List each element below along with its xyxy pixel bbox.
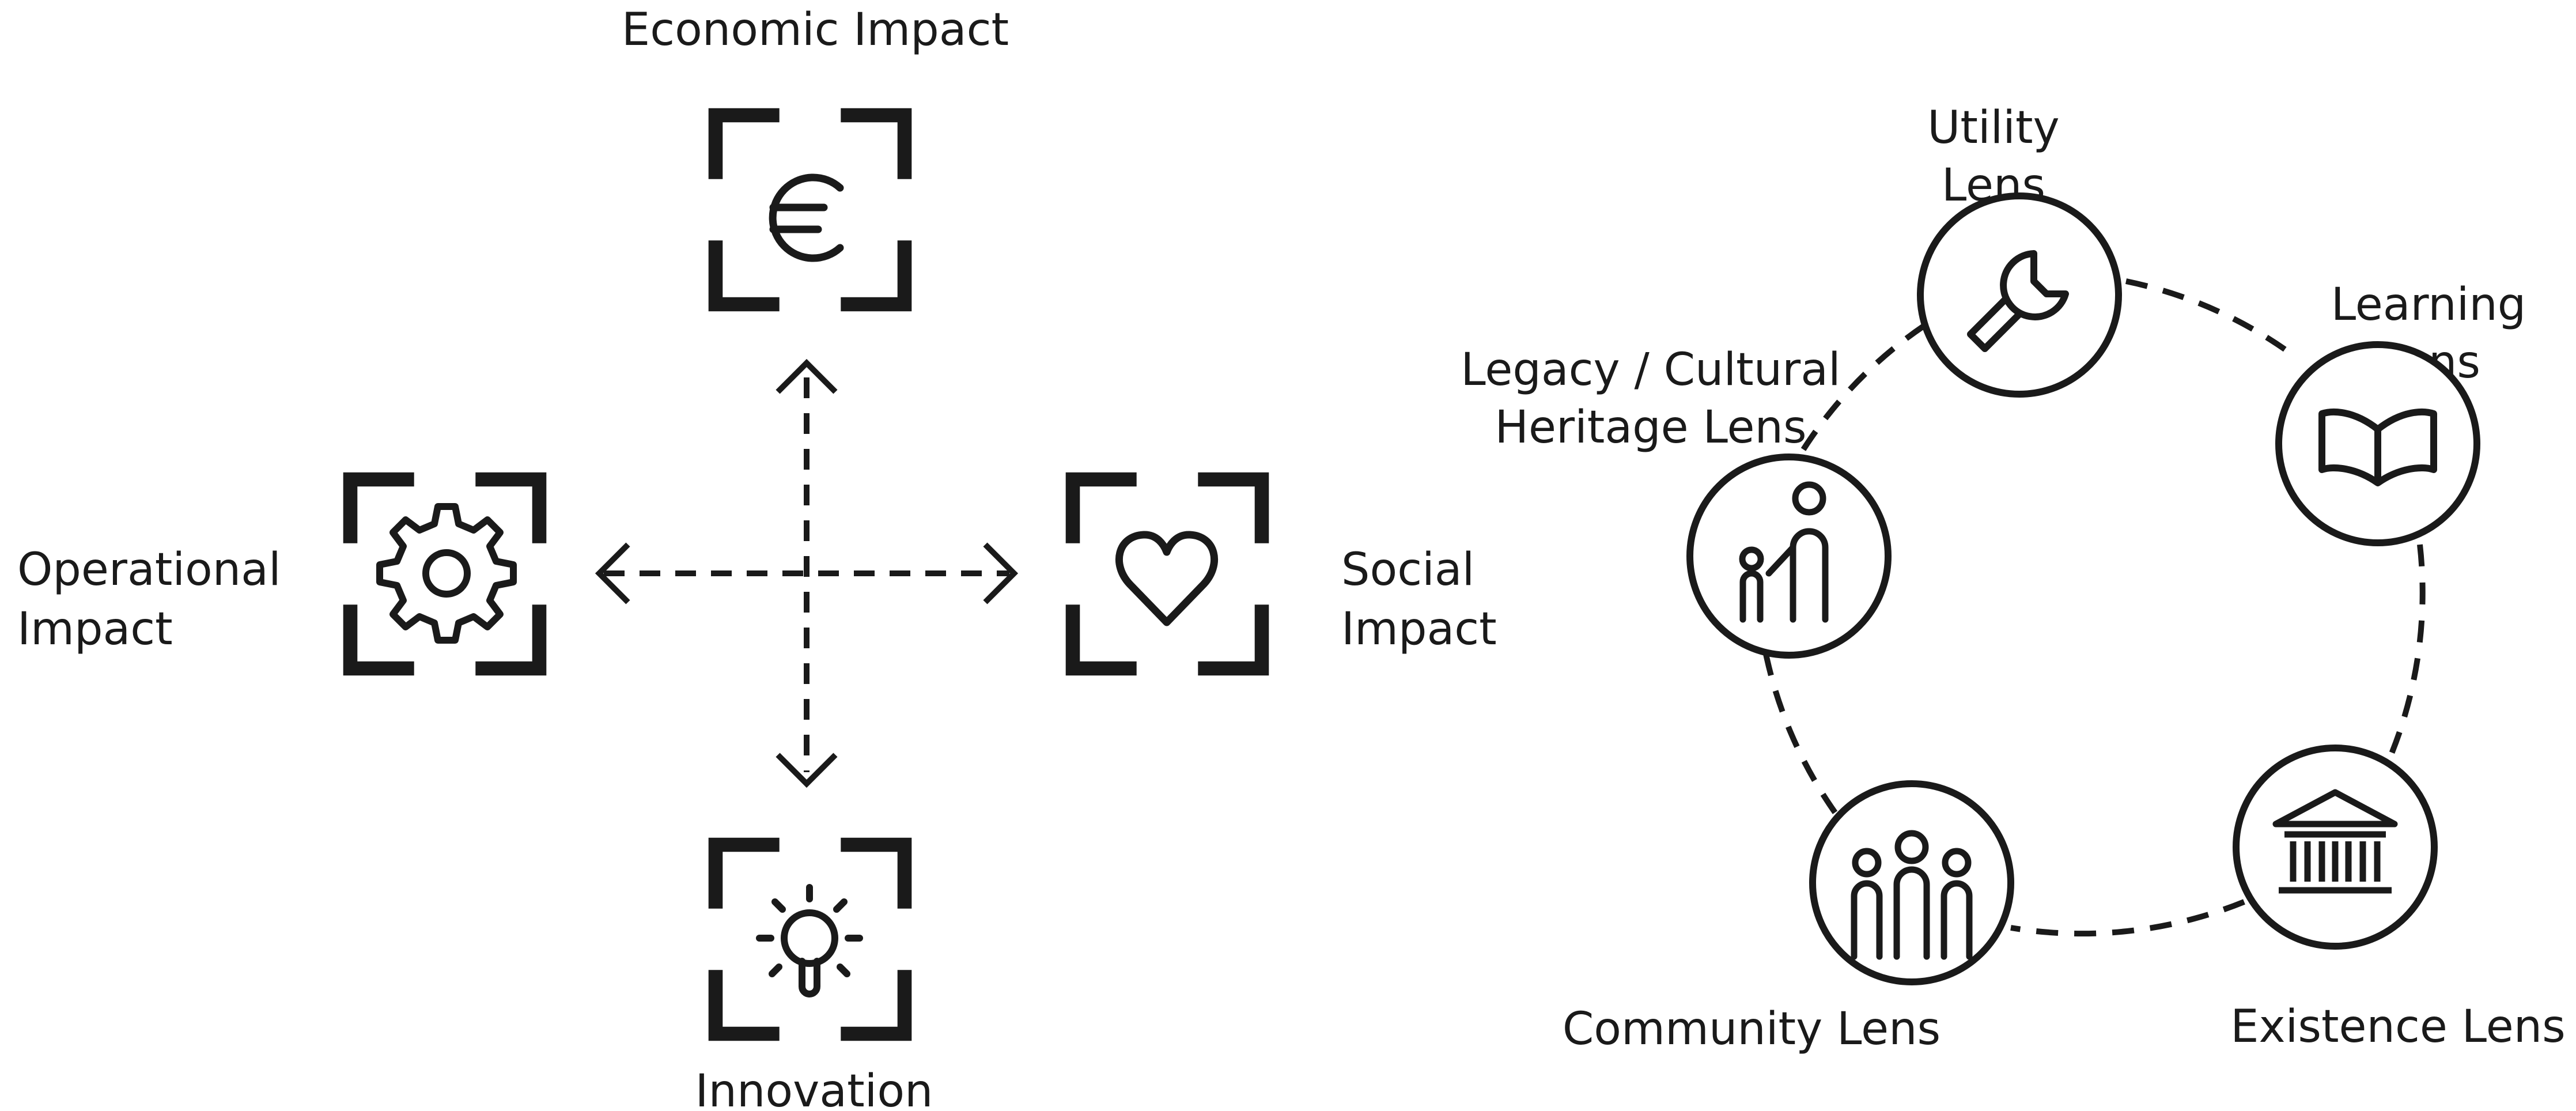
legacy-lens-label-line2: Heritage Lens — [1495, 402, 1806, 454]
museum-building-icon — [2272, 789, 2398, 894]
existence-lens-node: Existence Lens — [2230, 745, 2566, 1053]
adult-and-child-icon — [1739, 481, 1829, 623]
connector-learning-existence — [2388, 544, 2426, 756]
lens-cycle: Utility Lens Learning Lens — [1461, 102, 2566, 1055]
legacy-lens-label: Legacy / Cultural — [1461, 344, 1840, 396]
connector-community-legacy — [1763, 653, 1838, 814]
community-lens-circle — [1809, 780, 2014, 985]
group-of-people-icon — [1851, 830, 1973, 960]
axis-cross — [595, 358, 1019, 788]
frame-brackets — [716, 845, 905, 1034]
arrowhead-left-icon — [595, 542, 630, 604]
social-impact-node: Social Impact — [1073, 479, 1497, 668]
economic-impact-label: Economic Impact — [622, 4, 1009, 56]
frame-brackets — [1073, 479, 1262, 668]
lightbulb-icon — [756, 884, 863, 997]
connector-existence-community — [2010, 899, 2245, 937]
legacy-lens-node: Legacy / Cultural Heritage Lens — [1461, 344, 1892, 659]
innovation-label: Innovation — [695, 1065, 933, 1111]
dashed-connector-ring — [1763, 278, 2426, 937]
learning-lens-node: Learning Lens — [2275, 279, 2526, 546]
economic-impact-node: Economic Impact — [622, 4, 1009, 304]
innovation-node: Innovation — [695, 845, 933, 1111]
operational-impact-node: Operational Impact — [17, 479, 539, 668]
community-lens-node: Community Lens — [1563, 780, 2014, 1055]
community-lens-label: Community Lens — [1563, 1003, 1940, 1055]
book-icon — [2318, 408, 2437, 486]
impact-diagram: Economic Impact Operational Impact — [17, 4, 1497, 1111]
operational-impact-label-line2: Impact — [17, 603, 173, 655]
arrowhead-up-icon — [776, 358, 838, 394]
learning-lens-label: Learning — [2331, 279, 2526, 331]
utility-lens-node: Utility Lens — [1917, 102, 2122, 398]
connector-legacy-utility — [1800, 323, 1926, 451]
wrench-icon — [1967, 250, 2069, 352]
gear-icon — [376, 503, 517, 644]
arrowhead-right-icon — [983, 542, 1019, 604]
euro-icon — [769, 173, 844, 262]
social-impact-label: Social — [1341, 544, 1474, 596]
existence-lens-label: Existence Lens — [2230, 1001, 2566, 1053]
social-impact-label-line2: Impact — [1341, 603, 1497, 655]
operational-impact-label: Operational — [17, 544, 281, 596]
utility-lens-label: Utility — [1927, 102, 2059, 154]
connector-utility-learning — [2125, 278, 2298, 360]
heart-icon — [1115, 531, 1219, 626]
utility-lens-circle — [1917, 192, 2122, 398]
arrowhead-down-icon — [776, 753, 838, 788]
